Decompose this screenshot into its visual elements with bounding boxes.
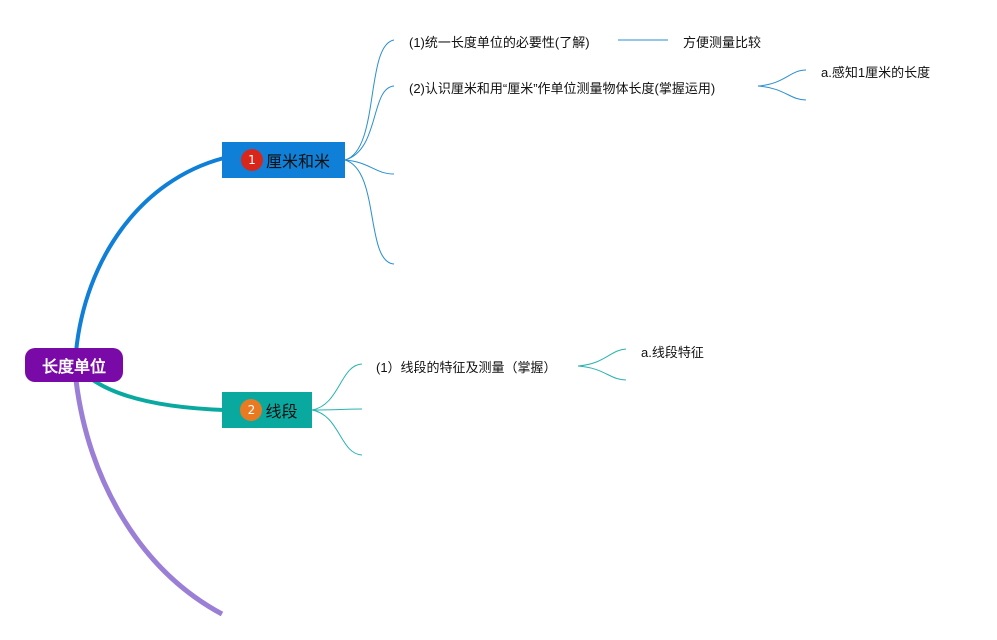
connector-root-branch1 <box>74 156 225 353</box>
connector-root-branch3 <box>73 379 224 617</box>
fan-b2-1 <box>311 363 363 411</box>
topic-item-child[interactable]: a.感知1厘米的长度 <box>821 65 931 80</box>
branch-label: 厘米和米 <box>265 152 330 171</box>
fan-b2item-2 <box>577 365 627 381</box>
fan-b1-3 <box>344 159 395 175</box>
branch-label: 线段 <box>265 402 298 421</box>
branch-node-1[interactable]: 1 厘米和米 <box>222 142 345 178</box>
connector-root-branch2 <box>88 376 225 412</box>
fan-b1-4 <box>344 159 395 265</box>
topic-item[interactable]: (1)统一长度单位的必要性(了解) <box>409 35 590 50</box>
number-badge-icon: 2 <box>240 399 263 421</box>
fan-b1-1 <box>344 39 395 161</box>
root-node[interactable]: 长度单位 <box>25 348 123 382</box>
topic-item-child[interactable]: 方便测量比较 <box>683 35 762 50</box>
fan-b2-2 <box>311 408 363 411</box>
topic-item-child[interactable]: a.线段特征 <box>641 345 704 360</box>
fan-b1-2 <box>344 85 395 161</box>
topic-item[interactable]: (1）线段的特征及测量（掌握） <box>376 360 557 375</box>
topic-item[interactable]: (2)认识厘米和用“厘米”作单位测量物体长度(掌握运用) <box>409 81 716 96</box>
fan-item2-1 <box>757 69 807 87</box>
number-badge-icon: 1 <box>240 149 263 171</box>
branch-node-2[interactable]: 2 线段 <box>222 392 312 428</box>
fan-item2-2 <box>757 85 807 101</box>
fan-b2-3 <box>311 409 363 456</box>
root-label: 长度单位 <box>41 357 106 376</box>
fan-b2item-1 <box>577 348 627 367</box>
